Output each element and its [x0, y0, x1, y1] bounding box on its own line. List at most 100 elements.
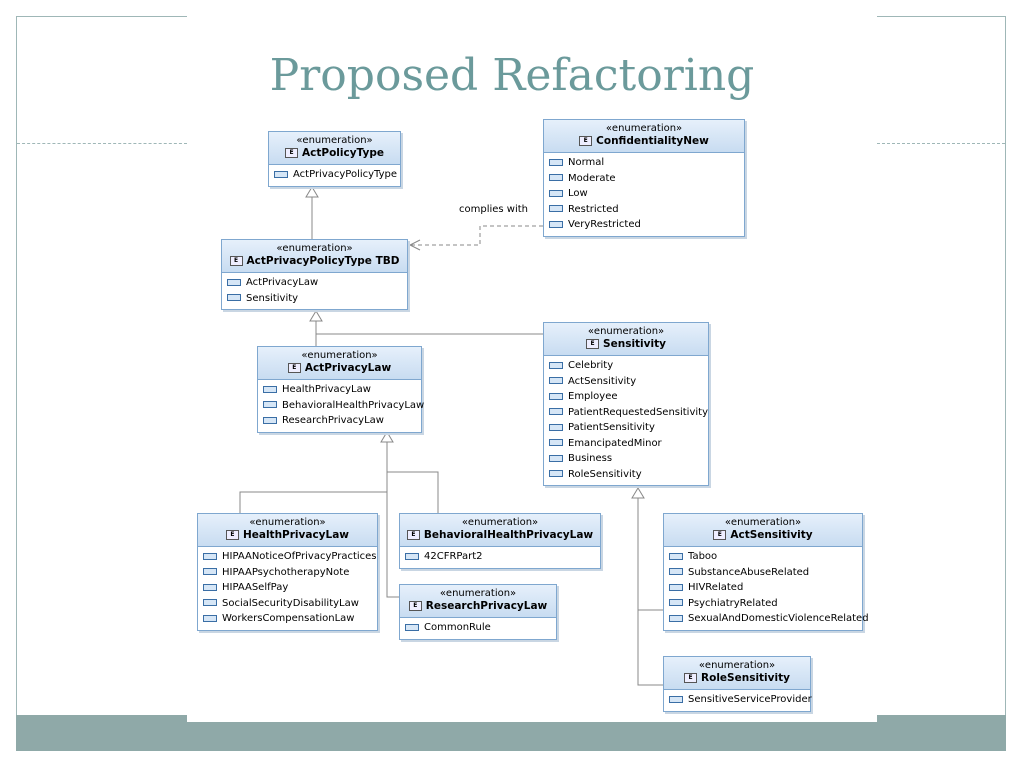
- literal-icon: [549, 205, 563, 212]
- enum-literal[interactable]: SocialSecurityDisabilityLaw: [198, 596, 377, 612]
- literal-label: ActSensitivity: [568, 375, 637, 387]
- literal-icon: [549, 220, 563, 228]
- literal-icon: [669, 599, 683, 606]
- enum-literal[interactable]: Business: [544, 451, 708, 467]
- enumeration-icon: E: [713, 530, 727, 540]
- literal-label: Taboo: [688, 551, 718, 562]
- literal-label: HealthPrivacyLaw: [282, 384, 371, 395]
- enum-name: HealthPrivacyLaw: [242, 529, 350, 541]
- generalization-edge: [637, 488, 663, 686]
- literal-icon: [227, 278, 241, 286]
- enum-literal[interactable]: SensitiveServiceProvider: [664, 692, 812, 708]
- enum-literal[interactable]: HealthPrivacyLaw: [258, 382, 421, 398]
- literal-label: SubstanceAbuseRelated: [688, 566, 810, 578]
- enum-literal[interactable]: Restricted: [544, 202, 744, 218]
- literal-icon: [203, 614, 217, 622]
- enumeration-icon: E: [586, 339, 600, 349]
- enum-literal[interactable]: BehavioralHealthPrivacyLaw: [258, 398, 425, 414]
- literal-label: SocialSecurityDisabilityLaw: [222, 597, 359, 609]
- stereotype-label: «enumeration»: [698, 660, 776, 671]
- literal-label: ActPrivacyLaw: [246, 277, 319, 288]
- literal-icon: [549, 392, 563, 400]
- literal-label: ActPrivacyPolicyType: [293, 169, 398, 180]
- enum-literal[interactable]: HIPAASelfPay: [198, 580, 377, 596]
- enum-literal[interactable]: ActPrivacyPolicyType: [269, 167, 400, 183]
- enum-literal[interactable]: PatientRequestedSensitivity: [544, 405, 708, 421]
- enum-literal[interactable]: SexualAndDomesticViolenceRelated: [664, 611, 869, 627]
- literal-icon: [549, 423, 563, 431]
- literal-label: PatientRequestedSensitivity: [568, 406, 708, 418]
- literal-icon: [227, 294, 241, 301]
- literal-label: Normal: [568, 157, 605, 168]
- enum-literal[interactable]: Moderate: [544, 171, 744, 187]
- enum-literal[interactable]: Celebrity: [544, 358, 708, 374]
- enum-literal[interactable]: ActSensitivity: [544, 374, 708, 390]
- literal-icon: [405, 552, 419, 560]
- literal-icon: [203, 568, 217, 575]
- enum-literal[interactable]: Employee: [544, 389, 708, 405]
- stereotype-label: «enumeration»: [605, 123, 683, 134]
- literal-icon: [203, 583, 217, 591]
- literal-icon: [669, 614, 683, 622]
- enum-literal[interactable]: RoleSensitivity: [544, 467, 708, 483]
- literal-label: HIPAANoticeOfPrivacyPractices: [222, 551, 377, 562]
- enum-literal[interactable]: ResearchPrivacyLaw: [258, 413, 421, 429]
- enum-literal[interactable]: Normal: [544, 155, 744, 171]
- literal-label: ResearchPrivacyLaw: [282, 415, 384, 426]
- enum-name: Sensitivity: [603, 338, 666, 350]
- enum-literal[interactable]: ActPrivacyLaw: [222, 275, 407, 291]
- enum-literal[interactable]: EmancipatedMinor: [544, 436, 708, 452]
- enum-literal[interactable]: Sensitivity: [222, 291, 407, 307]
- stereotype-label: «enumeration»: [461, 517, 539, 528]
- enum-literal[interactable]: CommonRule: [400, 620, 556, 636]
- enum-literal[interactable]: HIVRelated: [664, 580, 862, 596]
- literal-label: Low: [568, 188, 588, 199]
- literal-label: BehavioralHealthPrivacyLaw: [282, 399, 425, 411]
- literal-label: HIPAAPsychotherapyNote: [222, 566, 350, 578]
- enum-literal[interactable]: PsychiatryRelated: [664, 596, 862, 612]
- literal-icon: [263, 416, 277, 424]
- enumeration-icon: E: [287, 363, 301, 373]
- enum-literal[interactable]: SubstanceAbuseRelated: [664, 565, 862, 581]
- enum-literal[interactable]: VeryRestricted: [544, 217, 744, 233]
- enum-literal[interactable]: Low: [544, 186, 744, 202]
- enum-literal[interactable]: PatientSensitivity: [544, 420, 708, 436]
- literal-icon: [549, 158, 563, 166]
- literal-icon: [669, 568, 683, 575]
- literal-icon: [549, 174, 563, 181]
- literal-label: WorkersCompensationLaw: [222, 613, 355, 624]
- literal-icon: [549, 439, 563, 446]
- literal-label: SexualAndDomesticViolenceRelated: [688, 613, 869, 624]
- enum-literal[interactable]: HIPAAPsychotherapyNote: [198, 565, 377, 581]
- enum-name: ActSensitivity: [730, 529, 813, 541]
- literal-list: SensitiveServiceProvider: [664, 690, 812, 711]
- literal-label: HIPAASelfPay: [222, 582, 289, 593]
- stereotype-label: «enumeration»: [439, 588, 517, 599]
- enum-literal[interactable]: Taboo: [664, 549, 862, 565]
- literal-label: SensitiveServiceProvider: [688, 694, 812, 705]
- literal-icon: [549, 408, 563, 415]
- enumeration-icon: E: [225, 530, 239, 540]
- dependency-label: complies with: [459, 204, 529, 215]
- enum-literal[interactable]: HIPAANoticeOfPrivacyPractices: [198, 549, 377, 565]
- literal-icon: [263, 385, 277, 393]
- enum-literal[interactable]: WorkersCompensationLaw: [198, 611, 377, 627]
- enum-name: RoleSensitivity: [701, 672, 790, 684]
- divider-right: [877, 143, 1005, 144]
- enum-literal[interactable]: 42CFRPart2: [400, 549, 600, 565]
